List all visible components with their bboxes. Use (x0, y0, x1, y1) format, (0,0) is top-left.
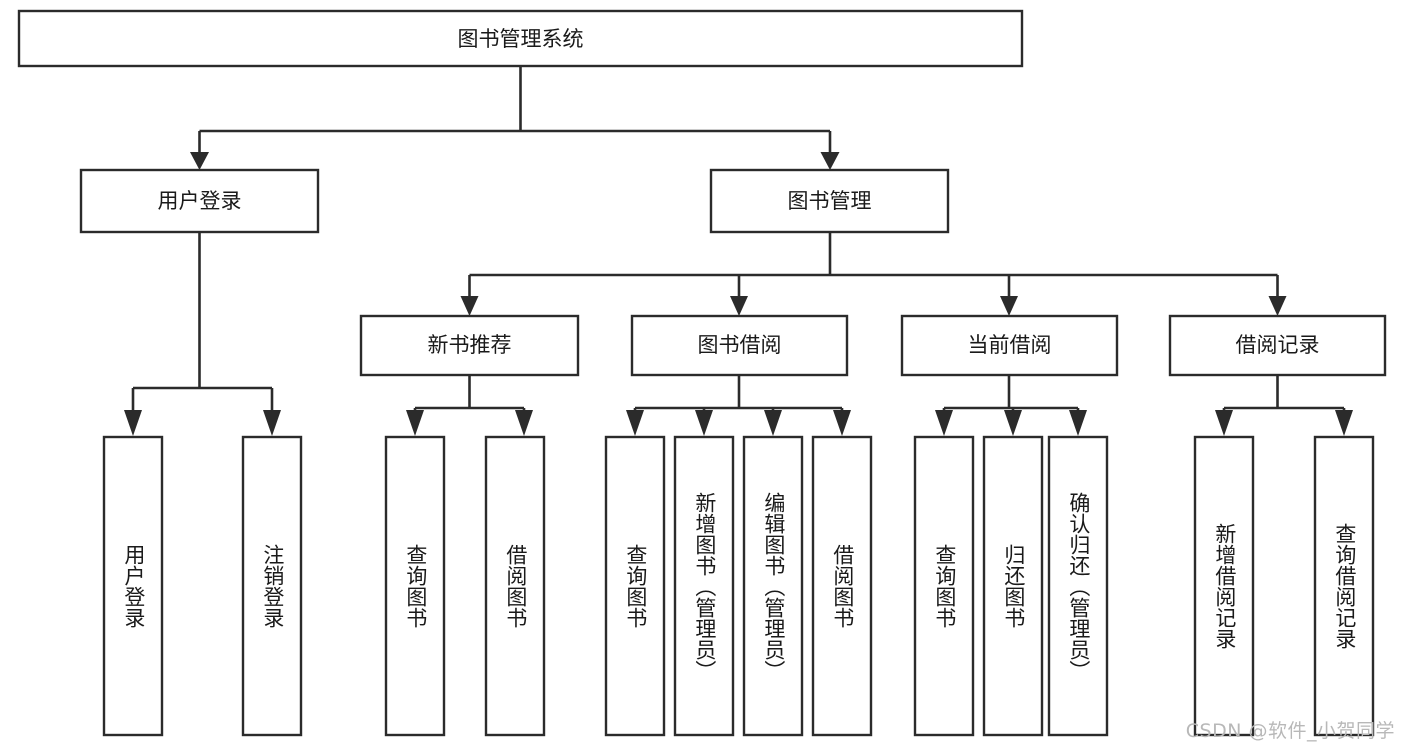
node-leaf-user-login-box[interactable] (102, 435, 164, 737)
node-book-borrow-box[interactable] (630, 314, 849, 377)
node-user-login-box[interactable] (79, 168, 320, 234)
arrow-to-leaf-query-book-2 (626, 410, 644, 436)
arrow-to-book-manage (820, 152, 840, 170)
node-book-manage-label: 图书管理 (788, 189, 872, 213)
node-book-borrow-label: 图书借阅 (698, 333, 782, 357)
edges-layer (124, 66, 1353, 436)
node-new-book-recommend-label: 新书推荐 (428, 333, 512, 357)
arrow-to-leaf-edit-book (764, 410, 782, 436)
node-leaf-query-book-1-box[interactable] (384, 435, 446, 737)
node-leaf-return-book-box[interactable] (982, 435, 1044, 737)
arrow-to-leaf-logout-login (263, 410, 281, 436)
arrow-to-leaf-borrow-book-1 (515, 410, 533, 436)
node-leaf-query-book-3-box[interactable] (913, 435, 975, 737)
arrow-to-leaf-confirm-return (1069, 410, 1087, 436)
node-borrow-record-box[interactable] (1168, 314, 1387, 377)
node-user-login-label: 用户登录 (158, 189, 242, 213)
arrow-to-user-login (190, 152, 209, 170)
arrow-to-leaf-query-book-1 (406, 410, 424, 436)
arrow-to-leaf-return-book (1004, 410, 1022, 436)
node-leaf-query-book-2-box[interactable] (604, 435, 666, 737)
arrow-to-leaf-borrow-book-2 (833, 410, 851, 436)
arrow-to-current-borrow (1000, 296, 1018, 316)
node-leaf-add-borrow-record-box[interactable] (1193, 435, 1255, 737)
node-borrow-record-label: 借阅记录 (1236, 333, 1320, 357)
arrow-to-book-borrow (730, 296, 748, 316)
node-book-manage-box[interactable] (709, 168, 950, 234)
csdn-watermark: CSDN @软件_小贺同学 (1185, 720, 1395, 742)
node-new-book-recommend-box[interactable] (359, 314, 580, 377)
node-leaf-edit-book-box[interactable] (742, 435, 804, 737)
arrow-to-leaf-add-borrow-record (1215, 410, 1233, 436)
arrow-to-new-book-recommend (460, 296, 479, 316)
node-current-borrow-box[interactable] (900, 314, 1119, 377)
arrow-to-leaf-query-borrow-record (1335, 410, 1353, 436)
node-root-box[interactable] (17, 9, 1024, 68)
node-leaf-borrow-book-1-box[interactable] (484, 435, 546, 737)
node-current-borrow-label: 当前借阅 (968, 333, 1052, 357)
arrow-to-leaf-query-book-3 (935, 410, 953, 436)
nodes-layer: 图书管理系统 用户登录 图书管理 新书推荐 图书借阅 当前借阅 借阅记录 (17, 9, 1387, 737)
arrow-to-leaf-user-login (124, 410, 142, 436)
arrow-to-leaf-add-book (695, 410, 713, 436)
node-leaf-confirm-return-box[interactable] (1047, 435, 1109, 737)
node-leaf-query-borrow-record-box[interactable] (1313, 435, 1375, 737)
node-root-label: 图书管理系统 (458, 27, 584, 51)
node-leaf-logout-login-box[interactable] (241, 435, 303, 737)
arrow-to-borrow-record (1268, 296, 1287, 316)
node-leaf-borrow-book-2-box[interactable] (811, 435, 873, 737)
node-leaf-add-book-box[interactable] (673, 435, 735, 737)
